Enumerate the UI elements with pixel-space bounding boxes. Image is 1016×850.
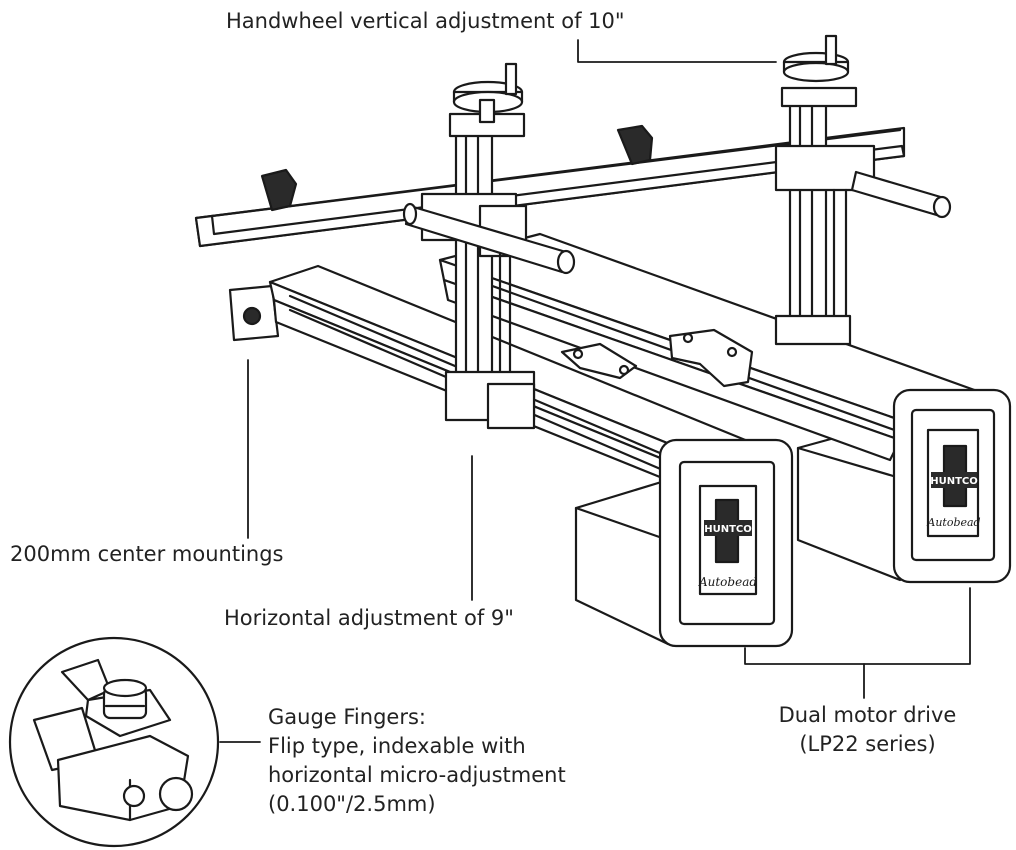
left-mounting-bracket bbox=[228, 284, 280, 342]
brand-logo-text: HUNTCO bbox=[704, 524, 752, 535]
horizontal-adjustment-callout: Horizontal adjustment of 9" bbox=[224, 606, 514, 630]
callout-leader-lines bbox=[219, 39, 971, 743]
right-handwheel-post bbox=[774, 34, 876, 346]
top-channel-rail bbox=[194, 126, 906, 248]
gauge-fingers-line: horizontal micro-adjustment bbox=[268, 763, 566, 787]
dual-motor-line: Dual motor drive bbox=[778, 703, 957, 727]
left-rod bbox=[402, 202, 576, 275]
rail-clip bbox=[260, 124, 654, 212]
right-motor-box bbox=[796, 418, 902, 582]
mountings-callout: 200mm center mountings bbox=[10, 542, 284, 566]
dual-motor-callout: Dual motor drive (LP22 series) bbox=[760, 701, 975, 759]
gauge-fingers-line: (0.100"/2.5mm) bbox=[268, 792, 436, 816]
gauge-fingers-line: Gauge Fingers: bbox=[268, 705, 426, 729]
brand-product-text: Autobead bbox=[698, 575, 757, 589]
brand-logo-right: HUNTCO Autobead bbox=[926, 472, 981, 529]
gauge-finger-detail bbox=[8, 636, 220, 848]
gauge-fingers-line: Flip type, indexable with bbox=[268, 734, 526, 758]
left-motor-box bbox=[574, 478, 670, 646]
gauge-fingers-callout: Gauge Fingers: Flip type, indexable with… bbox=[268, 703, 566, 819]
brand-logo-text: HUNTCO bbox=[930, 476, 978, 487]
brand-product-text: Autobead bbox=[926, 516, 980, 529]
left-end-cap bbox=[658, 438, 794, 648]
dual-motor-line: (LP22 series) bbox=[799, 732, 936, 756]
right-rod bbox=[850, 170, 952, 219]
handwheel-callout: Handwheel vertical adjustment of 10" bbox=[226, 9, 625, 33]
beam-plate bbox=[560, 328, 754, 388]
brand-logo-left: HUNTCO Autobead bbox=[698, 520, 757, 589]
